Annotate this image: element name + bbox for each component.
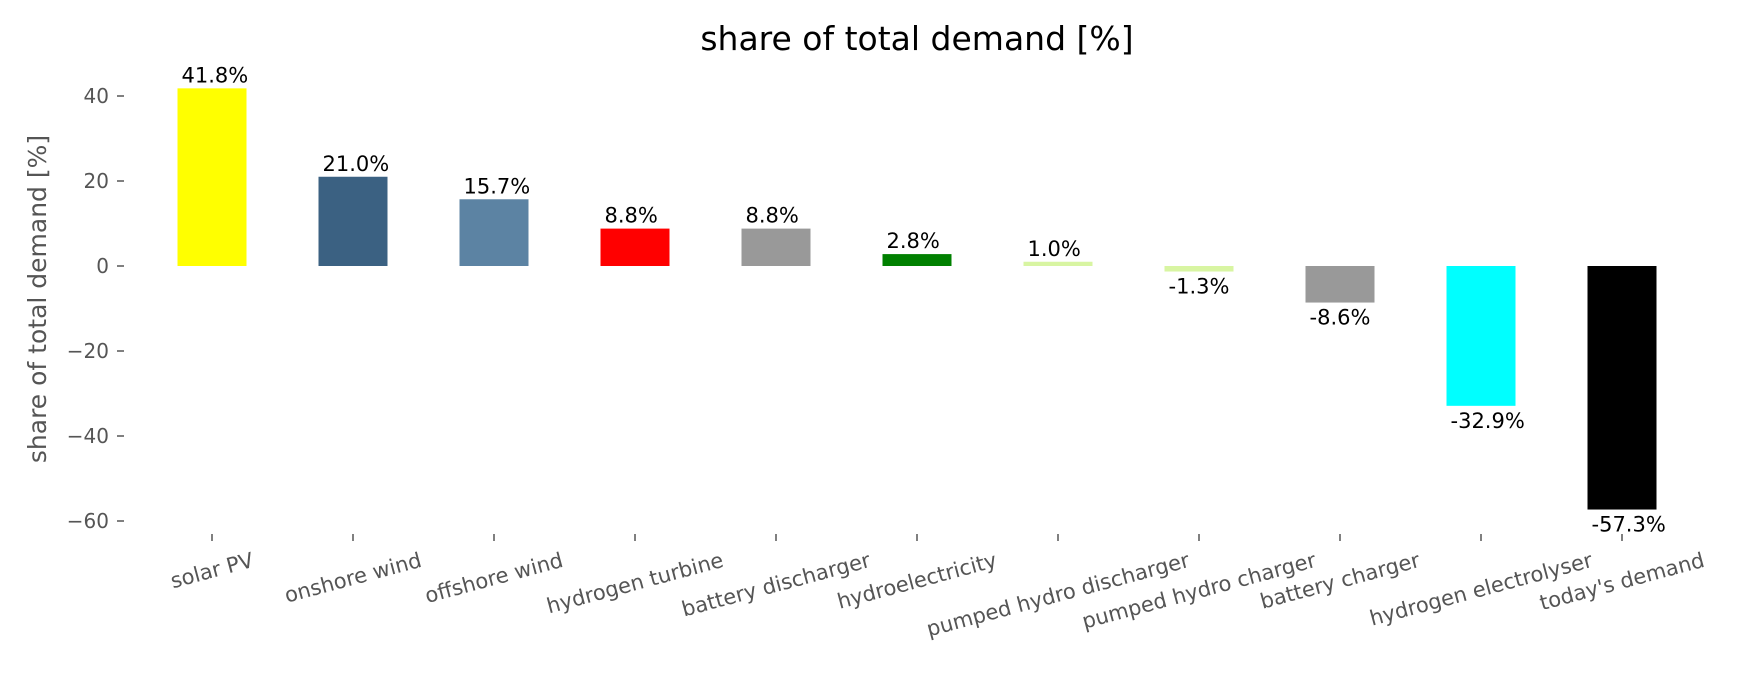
bar xyxy=(741,228,811,266)
bar xyxy=(1023,261,1093,266)
bar xyxy=(1164,266,1234,272)
y-axis-label: share of total demand [%] xyxy=(23,135,52,463)
value-label: 41.8% xyxy=(182,63,249,87)
bar xyxy=(318,176,388,266)
bar xyxy=(1305,266,1375,303)
bars: 41.8% 21.0% 15.7% 8.8% 8.8% 2.8% 1.0% -1.3% -8.6… xyxy=(177,63,1666,537)
bar xyxy=(1587,266,1657,510)
value-label: -1.3% xyxy=(1169,275,1230,299)
y-tick-label: 20 xyxy=(84,169,109,193)
value-label: -32.9% xyxy=(1451,409,1525,433)
bar xyxy=(177,88,247,266)
value-label: 15.7% xyxy=(464,174,531,198)
value-label: 8.8% xyxy=(746,204,799,228)
x-tick-label: onshore wind xyxy=(282,548,424,608)
value-label: -57.3% xyxy=(1592,513,1666,537)
y-tick-label: −60 xyxy=(67,509,109,533)
value-label: 2.8% xyxy=(887,229,940,253)
y-tick-label: −40 xyxy=(67,424,109,448)
value-label: -8.6% xyxy=(1310,306,1371,330)
y-tick-label: 0 xyxy=(96,254,109,278)
value-label: 1.0% xyxy=(1028,237,1081,261)
value-label: 21.0% xyxy=(323,152,390,176)
y-axis: 40 20 0 −20 −40 −60 xyxy=(67,84,124,533)
bar xyxy=(459,199,529,266)
x-tick-label: solar PV xyxy=(168,548,257,593)
bar xyxy=(882,254,952,266)
bar xyxy=(600,228,670,266)
bar xyxy=(1446,266,1516,406)
value-label: 8.8% xyxy=(605,204,658,228)
y-tick-label: 40 xyxy=(84,84,109,108)
chart-title: share of total demand [%] xyxy=(700,19,1133,58)
y-tick-label: −20 xyxy=(67,339,109,363)
